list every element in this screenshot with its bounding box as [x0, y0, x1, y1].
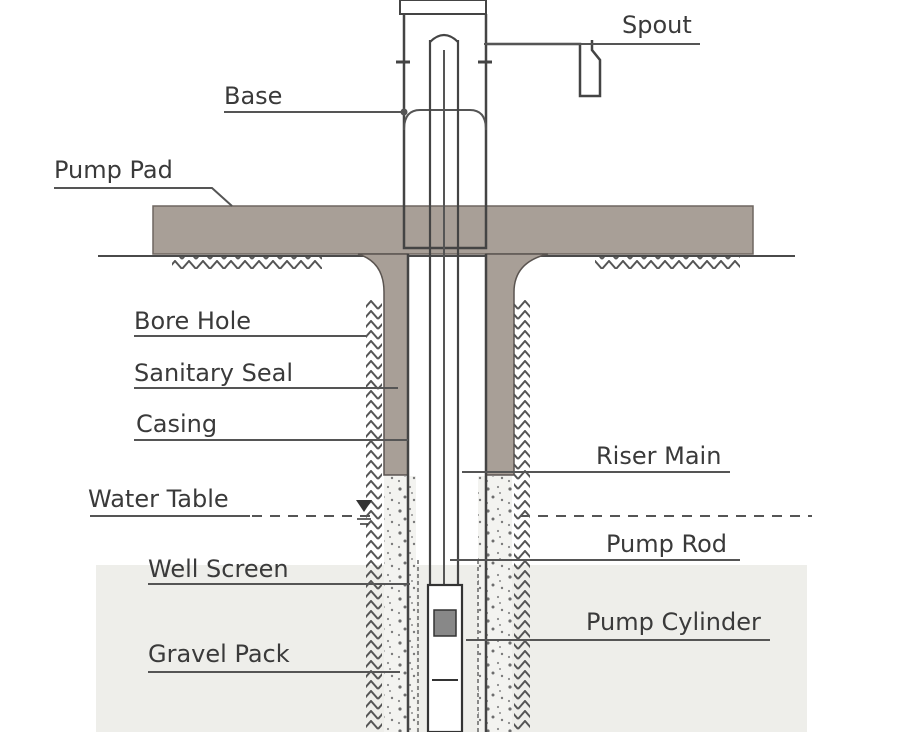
label-sanitary-seal: Sanitary Seal [134, 359, 293, 387]
label-well-screen: Well Screen [148, 555, 289, 583]
sanitary-seal [485, 253, 549, 476]
bore-hole-wall-left [366, 300, 382, 730]
spout [486, 40, 602, 98]
label-pump-pad: Pump Pad [54, 156, 173, 184]
gravel-pack-left [384, 476, 416, 732]
pump-cylinder-piston [433, 609, 457, 637]
label-base: Base [224, 82, 282, 110]
label-pump-cylinder: Pump Cylinder [586, 608, 761, 636]
water-table-symbol [356, 500, 372, 512]
label-pump-rod: Pump Rod [606, 530, 727, 558]
pump-cylinder [426, 583, 464, 732]
label-water-table: Water Table [88, 485, 229, 513]
soil-hatch-right [595, 257, 740, 269]
label-casing: Casing [136, 410, 217, 438]
pump-pad-slab [152, 205, 754, 255]
label-bore-hole: Bore Hole [134, 307, 251, 335]
leader-pump-pad [54, 187, 233, 207]
label-gravel-pack: Gravel Pack [148, 640, 290, 668]
leader-dot [400, 108, 408, 116]
soil-hatch-left [172, 257, 322, 269]
pump-head [399, 0, 487, 15]
sanitary-seal [357, 253, 409, 476]
label-riser-main: Riser Main [596, 442, 721, 470]
gravel-pack-right [478, 476, 512, 732]
riser-top [429, 33, 459, 43]
label-spout: Spout [622, 11, 692, 39]
